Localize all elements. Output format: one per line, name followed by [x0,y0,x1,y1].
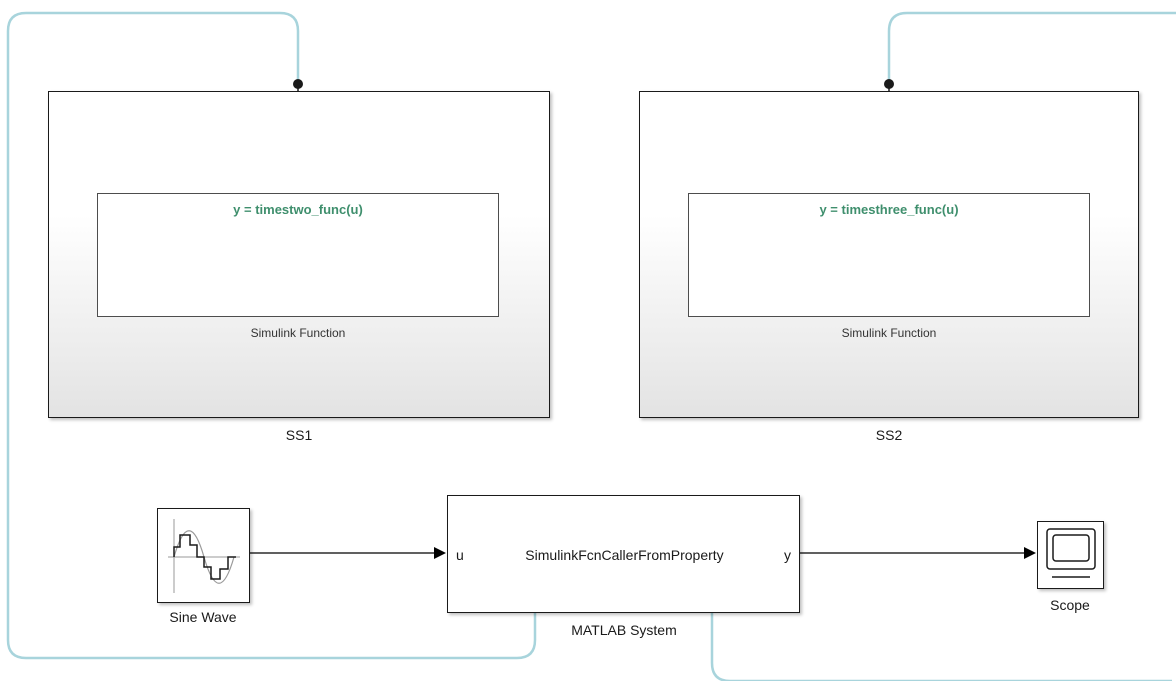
simulink-function-label-ss1: Simulink Function [250,326,346,340]
scope-label: Scope [1050,597,1090,613]
function-signature-ss2: y = timesthree_func(u) [819,202,959,217]
matlab-system-content: SimulinkFcnCallerFromProperty [525,547,724,563]
simulink-function-block-ss2[interactable]: y = timesthree_func(u) [688,193,1090,317]
subsystem-ss1[interactable]: y = timestwo_func(u) Simulink Function [48,91,550,418]
matlab-system-block[interactable]: u SimulinkFcnCallerFromProperty y [447,495,800,613]
ss2-trigger-port[interactable] [884,79,894,89]
subsystem-label-ss1: SS1 [285,427,313,443]
matlab-system-label: MATLAB System [571,622,677,638]
sine-wave-label: Sine Wave [169,609,237,625]
signal-sine-to-matlab-arrow [434,547,446,559]
ss1-trigger-port[interactable] [293,79,303,89]
scope-block[interactable] [1037,521,1104,589]
sine-wave-block[interactable] [157,508,250,603]
subsystem-ss2[interactable]: y = timesthree_func(u) Simulink Function [639,91,1139,418]
simulink-function-block-ss1[interactable]: y = timestwo_func(u) [97,193,499,317]
signal-matlab-to-scope-arrow [1024,547,1036,559]
input-port-u: u [456,547,464,563]
scope-icon [1046,528,1096,578]
sine-wave-icon [168,519,240,593]
simulink-function-label-ss2: Simulink Function [841,326,937,340]
function-signature-ss1: y = timestwo_func(u) [233,202,363,217]
function-call-line-ss1[interactable] [6,11,537,660]
output-port-y: y [784,547,791,563]
subsystem-label-ss2: SS2 [875,427,903,443]
